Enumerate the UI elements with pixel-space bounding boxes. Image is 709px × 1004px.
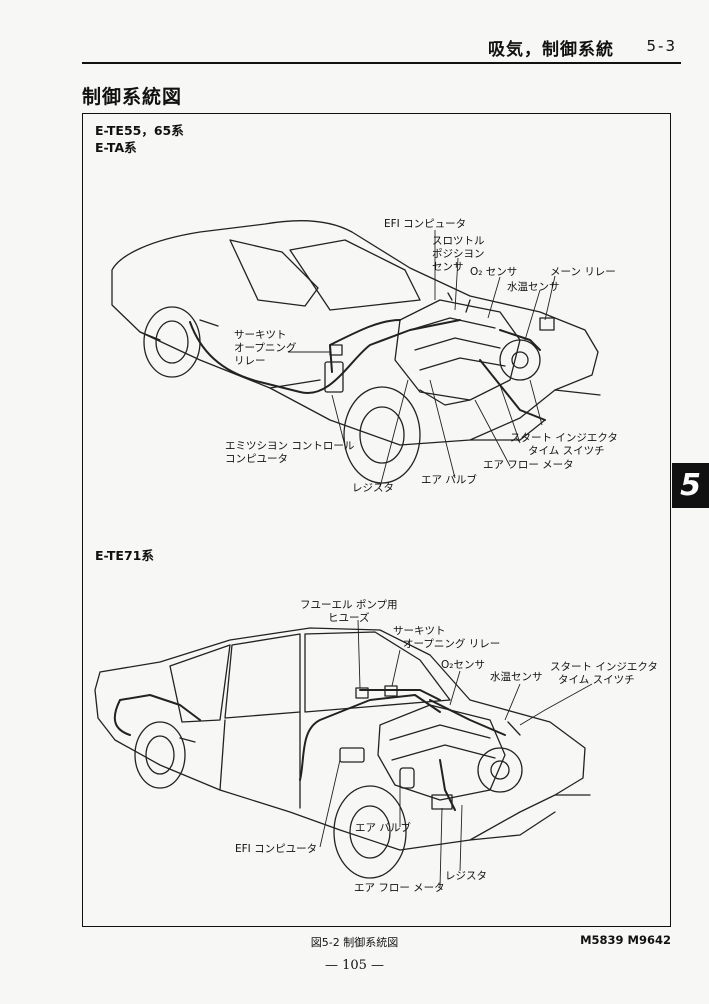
label-line: スタート インジエクタ xyxy=(550,661,658,673)
label-line: ヒユーズ xyxy=(328,612,370,624)
label-throttle-position-sensor: スロツトル ポジシヨン センサ xyxy=(432,235,485,274)
chapter-tab: 5 xyxy=(672,463,709,508)
figure-frame xyxy=(82,113,671,927)
label-o2-sensor-2: O₂センサ xyxy=(441,659,485,671)
header-rule xyxy=(82,62,681,64)
bottom-car-engine xyxy=(179,685,523,810)
label-emission-control-computer: エミツシヨン コントロール コンピユータ xyxy=(225,440,354,466)
figure-caption: 図5-2 制御系統図 xyxy=(310,936,399,949)
label-start-injector-time-switch: スタート インジエクタ タイム スイツチ xyxy=(510,432,618,458)
bottom-car-harness xyxy=(113,689,506,811)
label-line: リレー xyxy=(234,355,266,367)
label-line: タイム スイツチ xyxy=(558,674,635,686)
label-line: ポジシヨン xyxy=(432,248,485,260)
running-header-title: 吸気，制御系統 xyxy=(488,40,614,60)
label-efi-computer-2: EFI コンピユータ xyxy=(235,843,318,855)
model-line: E-TA系 xyxy=(95,140,137,155)
bottom-car-body xyxy=(94,627,591,879)
label-resistor-2: レジスタ xyxy=(445,870,487,882)
label-circuit-opening-relay-2: サーキツト オープニング リレー xyxy=(393,625,500,651)
label-air-valve: エア バルブ xyxy=(421,474,477,486)
top-car-engine xyxy=(199,292,555,406)
label-line: スタート インジエクタ xyxy=(510,432,618,444)
label-air-flow-meter: エア フロー メータ xyxy=(483,459,574,471)
label-main-relay: メーン リレー xyxy=(550,266,616,278)
label-line: オープニング リレー xyxy=(403,638,501,650)
label-line: エミツシヨン コントロール xyxy=(225,440,355,452)
label-air-flow-meter-2: エア フロー メータ xyxy=(354,882,445,894)
label-water-temp-sensor: 水温センサ xyxy=(507,281,560,293)
label-line: サーキツト xyxy=(234,329,287,341)
model-line: E-TE55，65系 xyxy=(95,123,184,138)
label-circuit-opening-relay: サーキツト オープニング リレー xyxy=(234,329,296,368)
label-line: センサ xyxy=(432,261,464,273)
leader-lines xyxy=(288,230,593,888)
label-start-injector-time-switch-2: スタート インジエクタ タイム スイツチ xyxy=(550,661,658,687)
figure-refs: M5839 M9642 xyxy=(580,933,671,947)
model-line: E-TE71系 xyxy=(95,548,154,563)
label-line: コンピユータ xyxy=(225,453,288,465)
label-line: スロツトル xyxy=(432,235,485,247)
label-fuel-pump-fuse: フユーエル ポンプ用 ヒユーズ xyxy=(300,599,398,625)
label-water-temp-sensor-2: 水温センサ xyxy=(490,671,543,683)
page-number: — 105 — xyxy=(324,958,385,973)
label-efi-computer: EFI コンピュータ xyxy=(384,218,467,230)
label-line: サーキツト xyxy=(393,625,446,637)
section-title: 制御系統図 xyxy=(82,86,183,108)
model-designation-top: E-TE55，65系 E-TA系 xyxy=(95,122,184,156)
label-line: オープニング xyxy=(234,342,297,354)
label-air-valve-2: エア バルブ xyxy=(355,822,411,834)
label-resistor: レジスタ xyxy=(352,482,394,494)
label-line: フユーエル ポンプ用 xyxy=(300,599,398,611)
running-header-section: 5-3 xyxy=(646,37,677,55)
model-designation-bottom: E-TE71系 xyxy=(95,547,154,564)
top-car-body xyxy=(111,220,601,484)
label-o2-sensor: O₂ センサ xyxy=(470,266,518,278)
label-line: タイム スイツチ xyxy=(528,445,605,457)
